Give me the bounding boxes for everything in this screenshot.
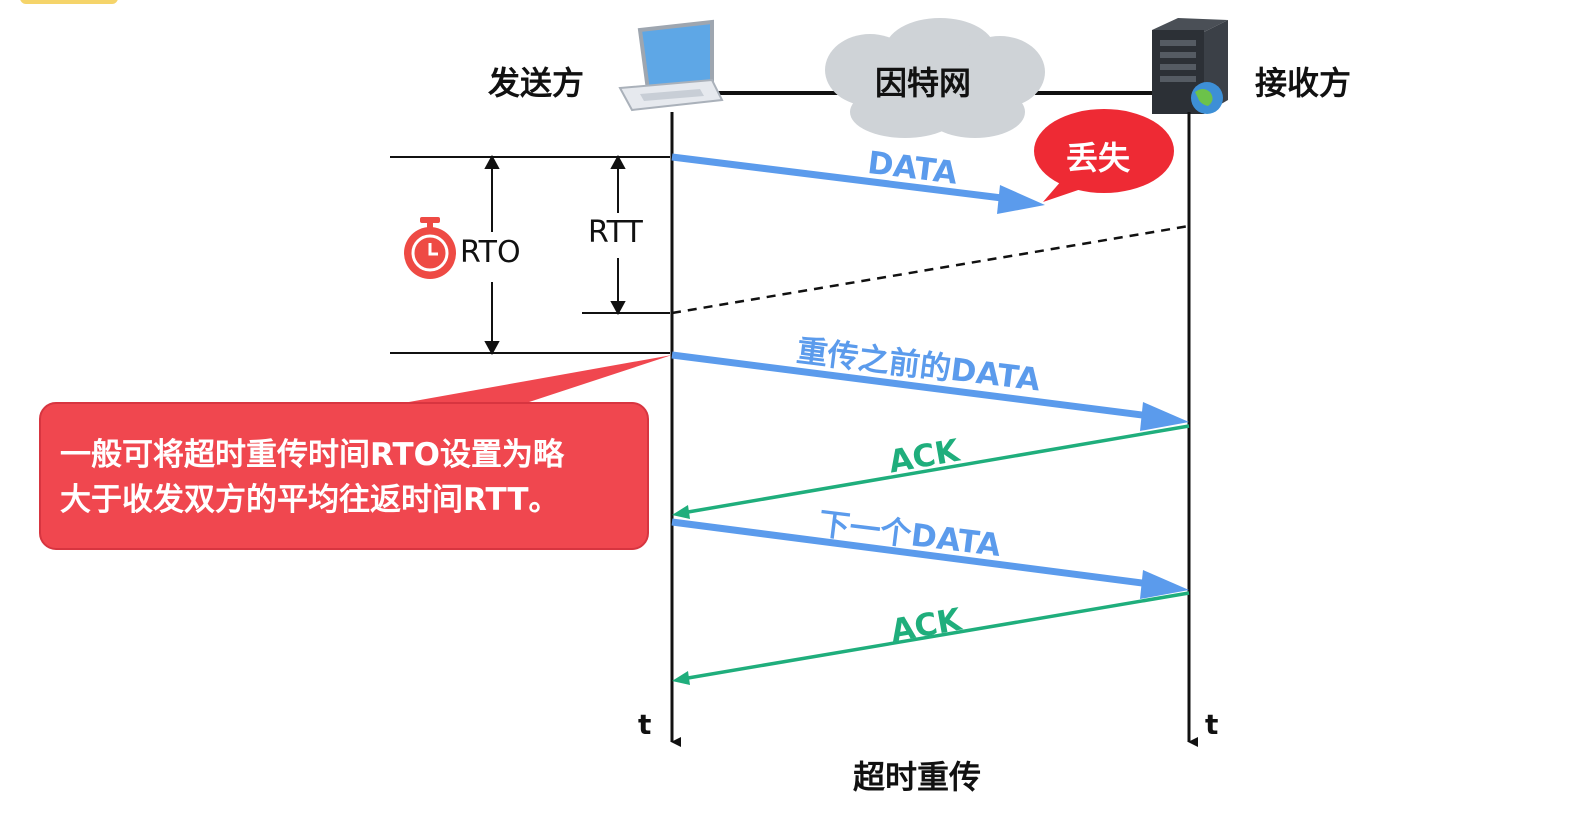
receiver-label: 接收方 (1255, 64, 1352, 102)
note-line-2: 大于收发双方的平均往返时间RTT。 (60, 482, 560, 518)
next-data-arrow (671, 518, 1189, 599)
rto-label: RTO (460, 235, 521, 270)
server-icon (1152, 18, 1228, 114)
loss-label: 丢失 (1066, 139, 1131, 177)
ack-arrow-2 (672, 591, 1190, 685)
network-label: 因特网 (875, 64, 972, 102)
note-callout (39, 355, 672, 550)
rtt-interval-arrow (610, 154, 626, 316)
stopwatch-icon (404, 217, 456, 279)
retransmit-data-arrow (671, 351, 1189, 431)
rtt-label: RTT (588, 215, 643, 250)
cloud-icon (825, 18, 1045, 138)
sender-time-axis-label: t (638, 708, 652, 741)
receiver-time-axis-label: t (1205, 708, 1219, 741)
corner-tab (20, 0, 118, 4)
loss-bubble (1034, 109, 1174, 202)
laptop-icon (618, 19, 724, 112)
data-arrow-lost (671, 153, 1045, 214)
rto-interval-arrow (484, 154, 500, 356)
ack-arrow-1 (672, 424, 1190, 519)
expected-ack-dashed-line (671, 224, 1190, 315)
diagram-caption: 超时重传 (853, 758, 982, 796)
note-line-1: 一般可将超时重传时间RTO设置为略 (60, 437, 564, 473)
sender-label: 发送方 (488, 64, 585, 102)
note-text: 一般可将超时重传时间RTO设置为略 大于收发双方的平均往返时间RTT。 (60, 433, 640, 523)
